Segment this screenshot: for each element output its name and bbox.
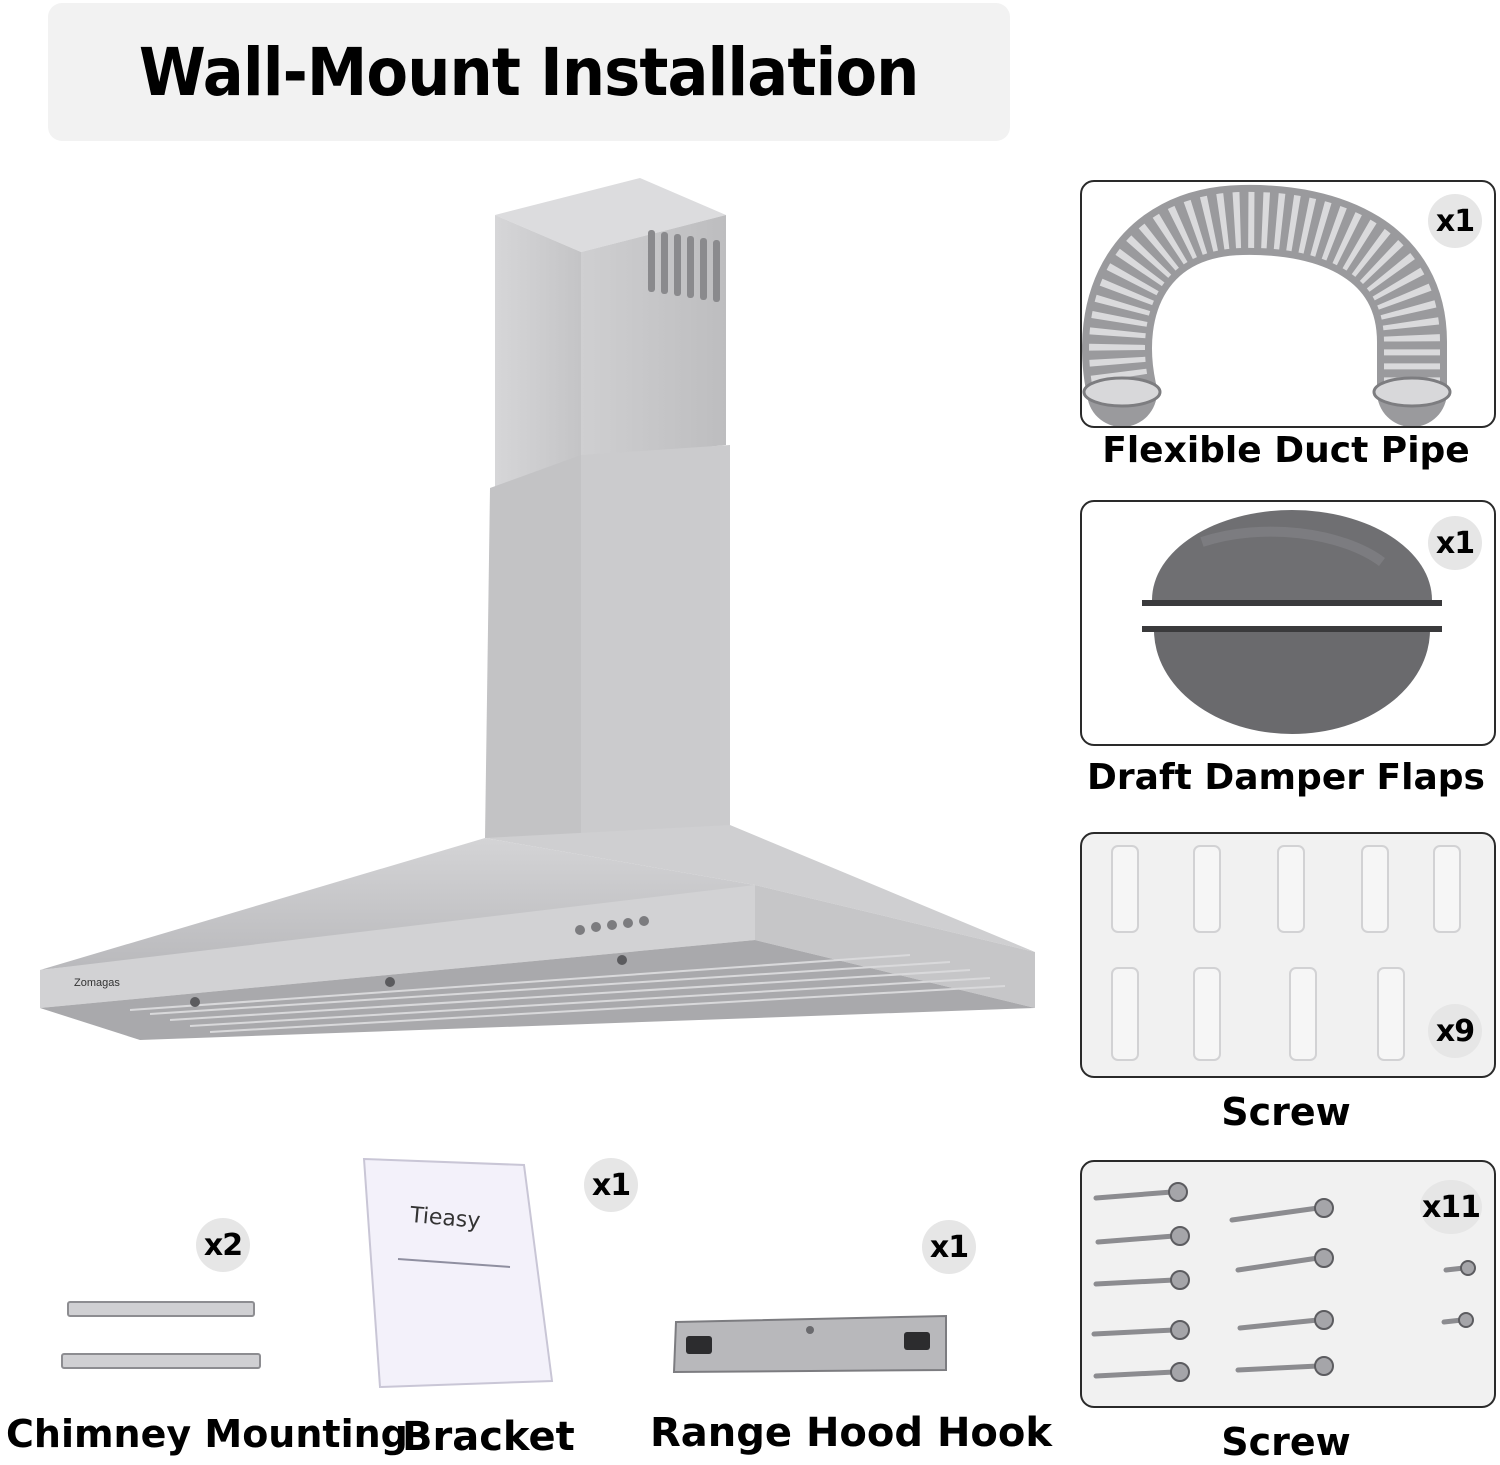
screw-icon <box>1091 1182 1476 1382</box>
quantity-badge: x1 <box>584 1158 638 1212</box>
accessory-card-wall-anchors: x9 <box>1080 832 1496 1078</box>
quantity-badge: x1 <box>1428 194 1482 248</box>
brand-label: Zomagas <box>74 977 120 989</box>
accessory-label: Flexible Duct Pipe <box>1102 430 1470 471</box>
accessory-label: Draft Damper Flaps <box>1087 757 1485 798</box>
hook-plate-icon <box>672 1314 947 1374</box>
wall-anchor-icon <box>1111 845 1461 1061</box>
quantity-badge: x11 <box>1420 1180 1482 1234</box>
part-label: Chimney Mounting <box>6 1412 408 1456</box>
range-hood-image <box>40 178 1035 1040</box>
part-label: Range Hood Hook <box>650 1410 1052 1456</box>
accessory-card-screws: x11 <box>1080 1160 1496 1408</box>
accessory-card-damper-flaps: x1 <box>1080 500 1496 746</box>
accessory-label: Screw <box>1221 1420 1351 1464</box>
manual-icon <box>362 1157 554 1389</box>
quantity-badge: x9 <box>1428 1004 1482 1058</box>
page-title-banner: Wall-Mount Installation <box>48 3 1010 141</box>
page-title: Wall-Mount Installation <box>139 33 919 111</box>
duct-pipe-icon <box>1082 184 1452 426</box>
accessory-label: Screw <box>1221 1090 1351 1134</box>
quantity-badge: x2 <box>196 1218 250 1272</box>
quantity-badge: x1 <box>1428 516 1482 570</box>
quantity-badge: x1 <box>922 1220 976 1274</box>
part-label: Bracket <box>402 1414 575 1460</box>
mounting-strip-icon <box>61 1301 261 1369</box>
damper-flaps-icon <box>1142 510 1442 734</box>
accessory-card-duct-pipe: x1 <box>1080 180 1496 428</box>
